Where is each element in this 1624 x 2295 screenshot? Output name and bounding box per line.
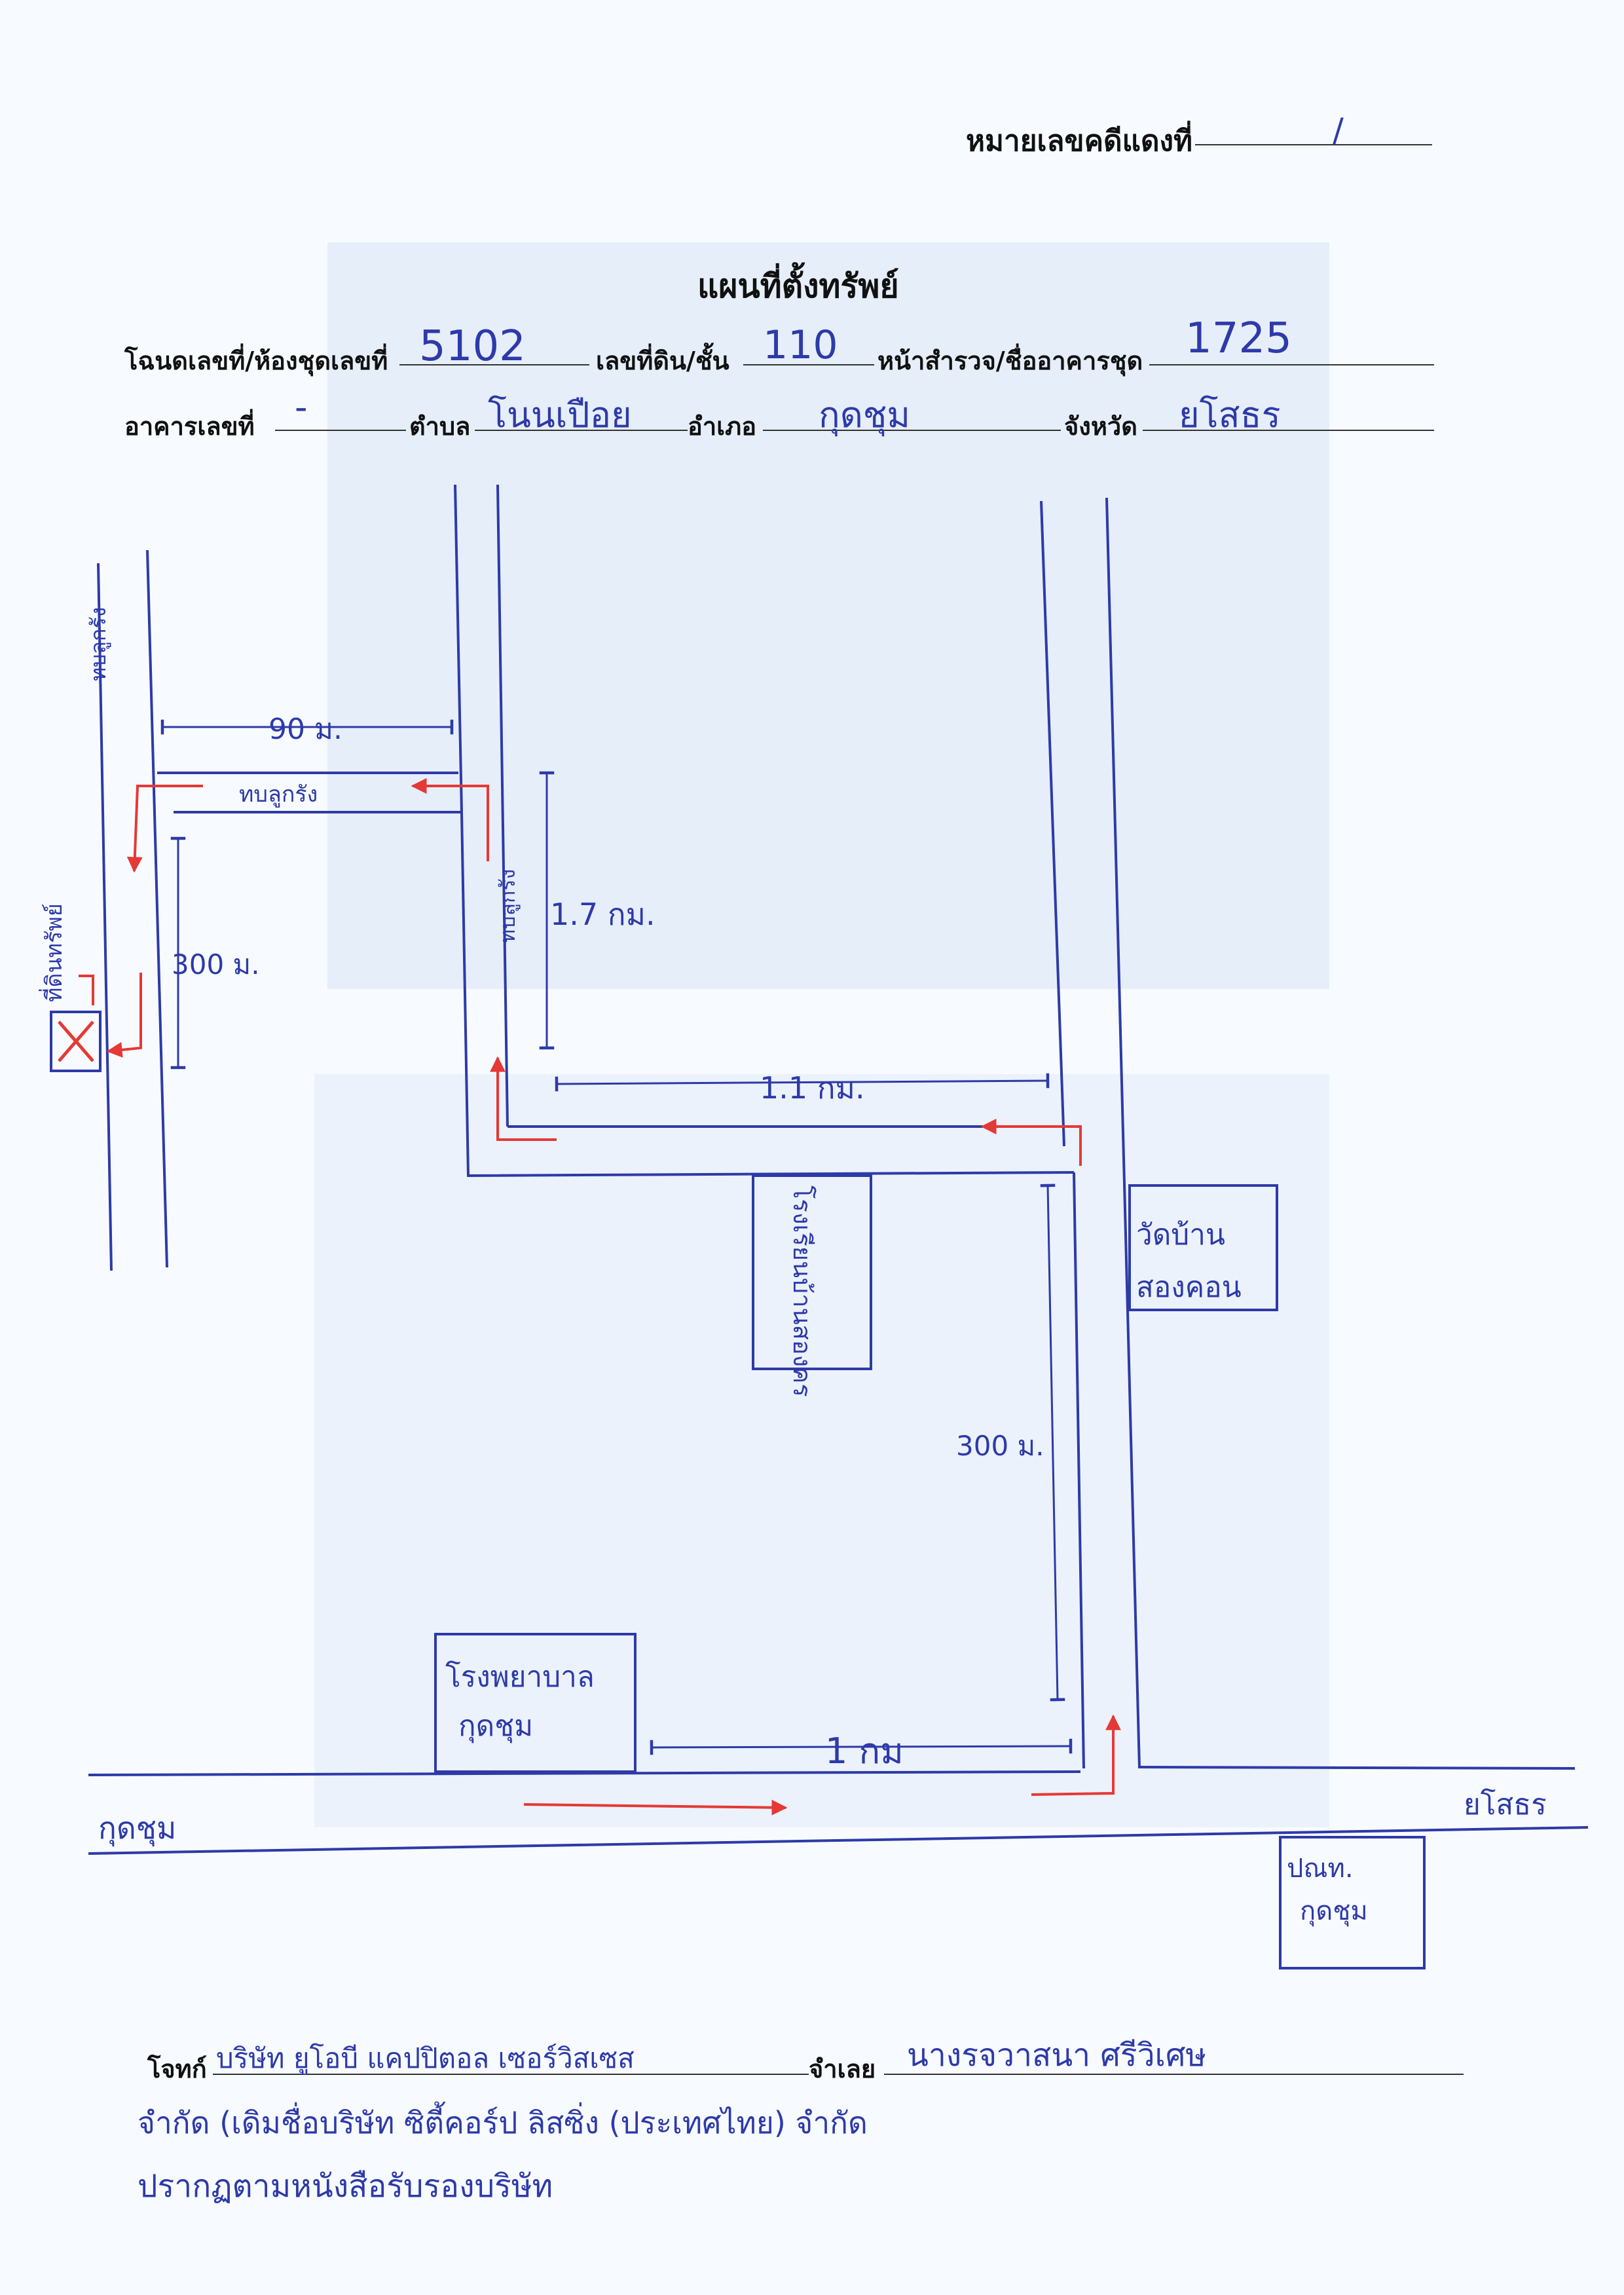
- dim-1-1km: [555, 1073, 1050, 1092]
- defendant-label: จำเลย: [809, 2054, 876, 2083]
- deed-value: 5102: [419, 322, 526, 371]
- route-arrow-3: [980, 1119, 1082, 1166]
- label-hospital-2: กุดชุม: [458, 1709, 534, 1743]
- hospital-box: [434, 1633, 637, 1773]
- property-x-2: [58, 1020, 94, 1062]
- note-line-1: จำกัด (เดิมชื่อบริษัท ซิตี้คอร์ป ลิสซิ่ง…: [138, 2105, 868, 2140]
- deed-label: โฉนดเลขที่/ห้องชุดเลขที่: [124, 346, 388, 375]
- dim-300m-right: [1040, 1184, 1065, 1702]
- scan-shade-top: [327, 242, 1329, 989]
- subdistrict-label: ตำบล: [409, 411, 471, 441]
- district-label: อำเภอ: [688, 411, 757, 441]
- deed-line: [399, 364, 589, 365]
- mid-road-bend: [460, 812, 1075, 1178]
- label-1-7km: 1.7 กม.: [550, 897, 655, 932]
- plaintiff-label: โจทก์: [147, 2054, 207, 2083]
- survey-line: [1149, 364, 1434, 365]
- label-road-left: ทบลูกรัง: [239, 781, 318, 808]
- route-arrow-8: [79, 975, 94, 1005]
- property-box: [50, 1011, 101, 1072]
- label-300m-left: 300 ม.: [172, 948, 260, 980]
- building-label: อาคารเลขที่: [124, 411, 255, 441]
- label-road-mid: ทบลูกรัง: [495, 868, 520, 943]
- land-no-label: เลขที่ดิน/ชั้น: [596, 346, 729, 375]
- label-post-1: ปณท.: [1287, 1854, 1354, 1884]
- label-1-1km: 1.1 กม.: [760, 1070, 865, 1106]
- case-number-value: /: [1333, 111, 1344, 149]
- label-school: โรงเรียนบ้านสองคร: [788, 1185, 817, 1397]
- route-arrow-2: [1031, 1714, 1121, 1796]
- district-value: กุดชุม: [819, 394, 911, 436]
- subdistrict-value: โนนเปือย: [488, 394, 632, 436]
- roads: [88, 484, 1589, 1855]
- survey-value: 1725: [1185, 314, 1292, 363]
- label-300m-right: 300 ม.: [956, 1430, 1044, 1462]
- note-line-2: ปรากฏตามหนังสือรับรองบริษัท: [138, 2168, 553, 2205]
- case-number-label: หมายเลขคดีแดงที่: [966, 124, 1193, 158]
- mid-road-left: [454, 484, 463, 813]
- building-value: -: [295, 386, 308, 428]
- dimension-lines: [160, 719, 1073, 1755]
- subdistrict-line: [475, 430, 688, 431]
- label-town-left: กุดชุม: [98, 1810, 177, 1846]
- left-road-edge-2: [146, 550, 168, 1268]
- scan-shade-bottom: [314, 1074, 1329, 1827]
- label-90m: 90 ม.: [268, 713, 342, 746]
- property-marker: [50, 1011, 101, 1072]
- school-box: [752, 1174, 872, 1370]
- plaintiff-value: บริษัท ยูโอบี แคปปิตอล เซอร์วิสเซส: [216, 2042, 635, 2074]
- page-title: แผนที่ตั้งทรัพย์: [697, 267, 899, 305]
- mid-road-right: [496, 484, 509, 1127]
- building-line: [275, 430, 406, 431]
- land-no-value: 110: [763, 322, 838, 368]
- dim-1km: [650, 1738, 1073, 1755]
- right-road-2: [1105, 497, 1141, 1769]
- label-temple-2: สองคอน: [1136, 1271, 1242, 1304]
- highway-top-right: [1139, 1766, 1576, 1770]
- right-road-3: [1073, 1172, 1085, 1769]
- survey-label: หน้าสำรวจ/ชื่ออาคารชุด: [877, 346, 1143, 375]
- case-number-line: [1195, 144, 1432, 145]
- highway-bottom: [88, 1826, 1589, 1855]
- left-road-edge-1: [97, 563, 113, 1271]
- district-line: [763, 430, 1061, 431]
- label-temple-1: วัดบ้าน: [1136, 1218, 1225, 1252]
- highway-top-left: [88, 1770, 1081, 1776]
- route-arrow-1: [523, 1799, 788, 1816]
- route-arrow-5: [411, 778, 489, 861]
- province-label: จังหวัด: [1064, 411, 1137, 441]
- defendant-line: [884, 2074, 1464, 2075]
- label-hospital-1: โรงพยาบาล: [445, 1660, 595, 1694]
- province-value: ยโสธร: [1179, 394, 1281, 436]
- right-road-1: [1040, 500, 1065, 1147]
- label-road-vertical: ทบลูกรัง: [86, 606, 111, 681]
- temple-box: [1128, 1184, 1278, 1311]
- plaintiff-line: [213, 2074, 809, 2075]
- route-arrow-4: [490, 1056, 557, 1141]
- defendant-value: นางรจวาสนา ศรีวิเศษ: [907, 2037, 1207, 2074]
- label-town-right: ยโสธร: [1464, 1788, 1547, 1821]
- label-property: ที่ดินทรัพย์: [41, 903, 67, 1002]
- label-post-2: กุดชุม: [1300, 1896, 1368, 1926]
- post-office-box: [1279, 1836, 1426, 1969]
- route-arrows: [79, 778, 1121, 1816]
- land-no-line: [743, 364, 874, 365]
- buildings: [434, 1174, 1426, 1969]
- route-arrow-6: [126, 785, 203, 873]
- route-arrow-7: [106, 973, 142, 1058]
- province-line: [1143, 430, 1434, 431]
- label-1km: 1 กม: [825, 1730, 904, 1772]
